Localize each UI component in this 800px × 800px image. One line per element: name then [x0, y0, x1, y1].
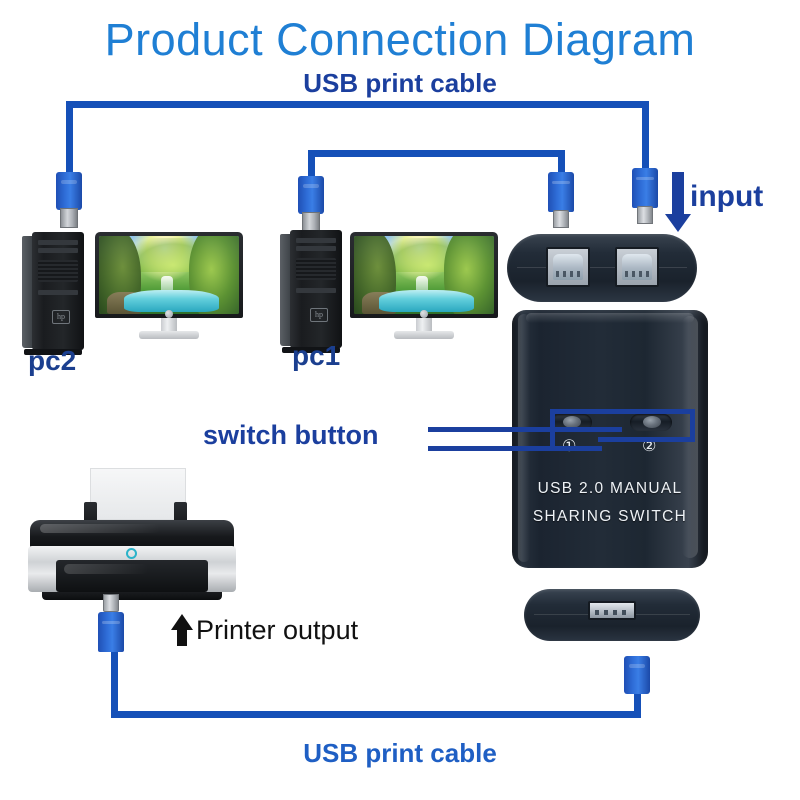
pc1-label: pc1 [292, 340, 341, 371]
tower-vent-grill [296, 258, 336, 280]
usb-plug-metal-tip [302, 212, 320, 232]
monitor-power-dot [420, 310, 428, 318]
printer-output-tray [56, 560, 208, 592]
pc1-tower: hp [280, 230, 342, 353]
tower-drive-bay [296, 288, 336, 293]
tower-base [24, 349, 82, 355]
port-inner [622, 254, 652, 280]
callout-bracket-top-edge [550, 409, 695, 414]
printer-power-icon [126, 548, 137, 559]
pc2-tower: hp [22, 232, 84, 355]
usb-a-plug-pc2 [56, 172, 82, 228]
monitor-screen [99, 236, 239, 314]
tower-drive-bay [38, 248, 78, 253]
callout-bracket-right-edge [690, 409, 695, 442]
usb-b-plug-input-2 [548, 172, 574, 230]
usb-plug-shell [98, 612, 124, 652]
cable-pc2-vertical-left [66, 101, 73, 177]
usb-b-plug-printer [98, 594, 124, 670]
pc2-monitor [95, 232, 243, 340]
monitor-power-dot [165, 310, 173, 318]
usb-b-port-2[interactable] [615, 247, 659, 287]
page-title: Product Connection Diagram [104, 14, 696, 65]
device-brand-line-1: USB 2.0 MANUAL [537, 480, 683, 497]
tower-vent-grill [38, 260, 78, 282]
arrow-shaft [672, 172, 684, 216]
wallpaper-pool [124, 290, 220, 312]
tower-front-panel: hp [32, 232, 84, 350]
cable-pc2-vertical-right [642, 101, 649, 171]
tower-drive-bay [296, 246, 336, 251]
printer-output-arrow-icon [170, 614, 194, 646]
arrow-head [665, 214, 691, 232]
usb-plug-shell [548, 172, 574, 212]
cable-printer-vertical-right [634, 676, 641, 718]
cable-pc1-horizontal [308, 150, 561, 157]
body-gloss-top [526, 313, 694, 323]
printer-top-shell [30, 520, 234, 550]
monitor-bezel [350, 232, 498, 318]
switch-button-label: switch button [203, 420, 379, 450]
usb-plug-shell [632, 168, 658, 208]
input-arrow-icon [664, 172, 692, 234]
switch-button-2[interactable] [630, 414, 672, 431]
usb-b-plug-input-1 [632, 168, 658, 226]
pc2-label: pc2 [28, 345, 77, 376]
printer-foot [42, 592, 222, 600]
body-gloss-left [518, 314, 530, 562]
usb-plug-shell [56, 172, 82, 210]
printer [28, 468, 238, 603]
printer-paper [90, 468, 186, 520]
monitor-neck [161, 318, 177, 331]
switch-button-1[interactable] [550, 414, 592, 431]
tower-drive-bay [296, 238, 336, 243]
tower-base [282, 347, 340, 353]
callout-line-bottom [428, 446, 602, 451]
printer-output-label: Printer output [196, 615, 359, 645]
arrow-shaft [177, 629, 187, 646]
callout-bracket-vertical [550, 409, 555, 451]
cable-printer-horizontal [111, 711, 641, 718]
tower-drive-bay [38, 290, 78, 295]
monitor-neck [416, 318, 432, 331]
usb-plug-metal-tip [637, 206, 653, 224]
usb-plug-metal-tip [60, 208, 78, 228]
switch-output-panel [524, 589, 700, 641]
usb-print-cable-label-bottom: USB print cable [303, 738, 497, 768]
pc1-monitor [350, 232, 498, 340]
usb-plug-metal-tip [103, 594, 119, 612]
tower-brand-logo: hp [310, 308, 328, 322]
input-label: input [690, 180, 764, 213]
monitor-bezel [95, 232, 243, 318]
usb-b-port-1[interactable] [546, 247, 590, 287]
port-inner [553, 254, 583, 280]
switch-input-panel [507, 234, 697, 302]
tower-drive-bay [38, 240, 78, 245]
tower-side-panel [280, 234, 291, 346]
cable-pc1-vertical-right [558, 150, 565, 174]
cable-printer-vertical-left [111, 648, 118, 718]
monitor-stand [394, 331, 454, 339]
monitor-screen [354, 236, 494, 314]
arrow-head [171, 614, 193, 630]
tower-brand-logo: hp [52, 310, 70, 324]
usb-plug-shell [624, 656, 650, 694]
tower-side-panel [22, 236, 33, 348]
callout-line-top [428, 427, 622, 432]
usb-a-plug-switch-output [624, 618, 650, 694]
tower-front-panel: hp [290, 230, 342, 348]
callout-bracket-bottom-edge [598, 437, 695, 442]
usb-a-port-output[interactable] [588, 601, 636, 620]
usb-a-plug-pc1 [298, 176, 324, 232]
device-brand-line-2: SHARING SWITCH [532, 508, 688, 525]
wallpaper-pool [379, 290, 475, 312]
usb-plug-shell [298, 176, 324, 214]
panel-seam [517, 267, 687, 268]
cable-pc1-vertical-left [308, 150, 315, 180]
cable-pc2-horizontal [66, 101, 649, 108]
monitor-stand [139, 331, 199, 339]
usb-plug-metal-tip [553, 210, 569, 228]
usb-print-cable-label-top: USB print cable [303, 68, 497, 98]
